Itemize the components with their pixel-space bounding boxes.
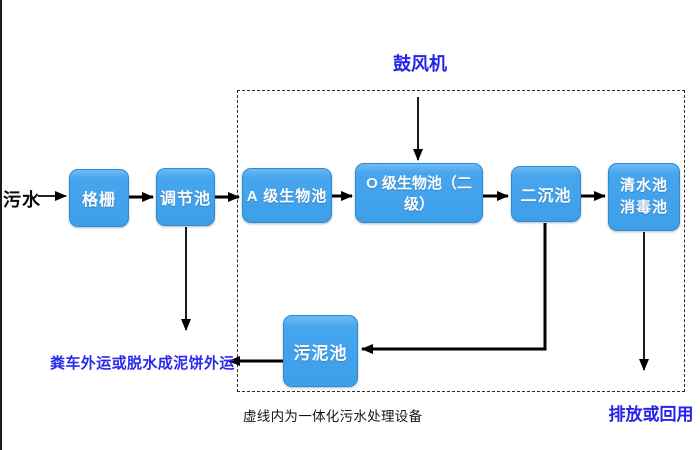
node-grid: 格栅	[69, 169, 129, 227]
integrated-equipment-boundary	[237, 90, 685, 392]
node-o-grade-bio-label: O 级生物池（二级）	[366, 175, 472, 213]
node-sludge-tank: 污泥池	[283, 315, 358, 387]
discharge-label: 排放或回用	[608, 405, 694, 424]
node-clear-water-disinfection-tank: 清水池 消毒池	[608, 163, 680, 231]
node-regulating-label: 调节池	[159, 191, 211, 208]
node-clear-water-label: 清水池	[619, 177, 668, 195]
node-o-grade-bio-tank: O 级生物池（二级）	[355, 163, 483, 223]
image-left-edge	[0, 0, 2, 450]
node-grid-label: 格栅	[81, 192, 116, 209]
node-regulating-tank: 调节池	[156, 168, 215, 226]
node-sludge-label: 污泥池	[293, 343, 348, 363]
node-secondary-sedimentation-label: 二沉池	[520, 188, 572, 205]
blower-label: 鼓风机	[393, 54, 447, 74]
node-disinfection-label: 消毒池	[619, 199, 668, 216]
node-a-grade-bio-tank: A 级生物池	[242, 168, 332, 223]
sludge-disposal-label: 粪车外运或脱水成泥饼外运	[50, 355, 235, 372]
dashed-boundary-caption: 虚线内为一体化污水处理设备	[243, 409, 423, 424]
node-secondary-sedimentation-tank: 二沉池	[511, 166, 581, 222]
inflow-label: 污水	[3, 190, 41, 210]
node-a-grade-bio-label: A 级生物池	[246, 188, 328, 205]
